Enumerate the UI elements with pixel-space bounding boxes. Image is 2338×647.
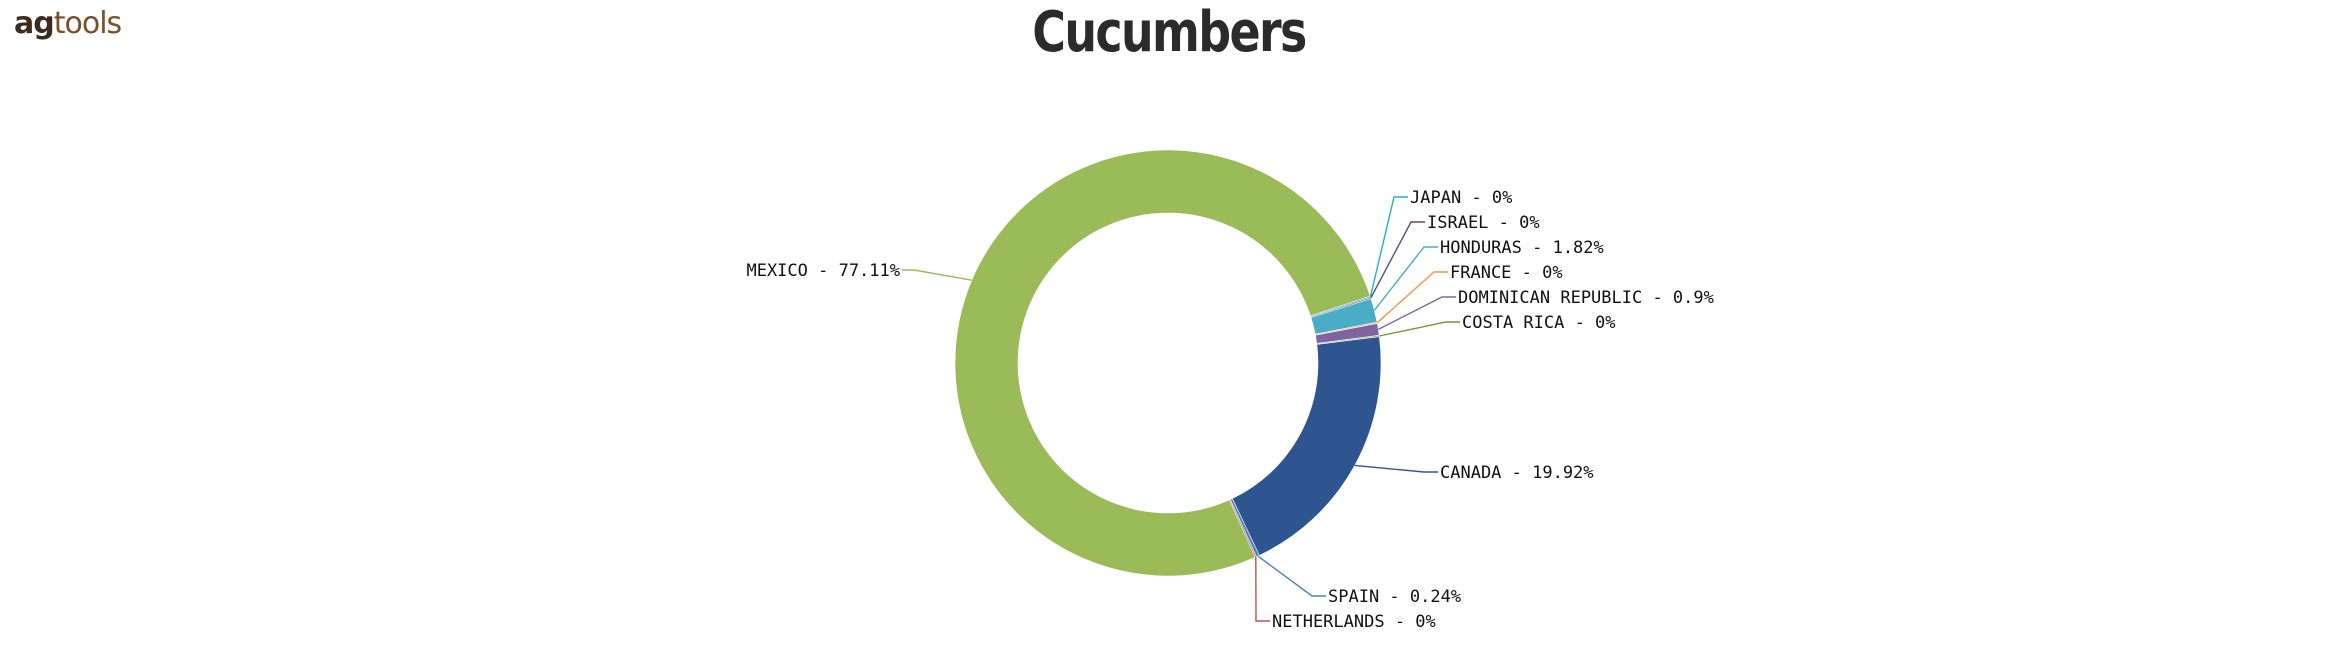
slice-labels: MEXICO - 77.11% JAPAN - 0% ISRAEL - 0% HOND… bbox=[746, 188, 1713, 632]
label-canada: CANADA - 19.92% bbox=[1440, 463, 1594, 483]
leader-line-dominican-republic bbox=[1378, 296, 1456, 331]
leader-line-costa-rica bbox=[1379, 321, 1460, 337]
label-costa-rica: COSTA RICA - 0% bbox=[1462, 313, 1616, 333]
leader-line-mexico bbox=[902, 269, 972, 281]
label-spain: SPAIN - 0.24% bbox=[1328, 587, 1461, 607]
label-netherlands: NETHERLANDS - 0% bbox=[1272, 612, 1436, 632]
label-dominican-republic: DOMINICAN REPUBLIC - 0.9% bbox=[1458, 288, 1714, 308]
label-japan: JAPAN - 0% bbox=[1410, 188, 1512, 208]
leader-line-honduras bbox=[1373, 246, 1438, 311]
logo-ag-text: ag bbox=[14, 6, 55, 41]
donut-slices bbox=[954, 149, 1382, 577]
label-leader-lines bbox=[902, 196, 1460, 622]
leader-line-japan bbox=[1369, 196, 1408, 297]
slice-canada[interactable] bbox=[1231, 336, 1382, 556]
leader-line-canada bbox=[1354, 464, 1438, 473]
leader-line-spain bbox=[1257, 555, 1326, 597]
logo-tools-text: tools bbox=[53, 6, 122, 41]
leader-line-israel bbox=[1370, 221, 1425, 299]
slice-netherlands[interactable] bbox=[1229, 499, 1257, 558]
slice-mexico[interactable] bbox=[954, 149, 1371, 577]
leader-line-france bbox=[1376, 271, 1448, 324]
label-israel: ISRAEL - 0% bbox=[1427, 213, 1540, 233]
agtools-logo: agtools bbox=[14, 6, 122, 41]
label-honduras: HONDURAS - 1.82% bbox=[1440, 238, 1604, 258]
label-france: FRANCE - 0% bbox=[1450, 263, 1563, 283]
chart-title: Cucumbers bbox=[1032, 0, 1307, 65]
label-mexico: MEXICO - 77.11% bbox=[746, 261, 900, 281]
leader-line-netherlands bbox=[1255, 557, 1270, 622]
